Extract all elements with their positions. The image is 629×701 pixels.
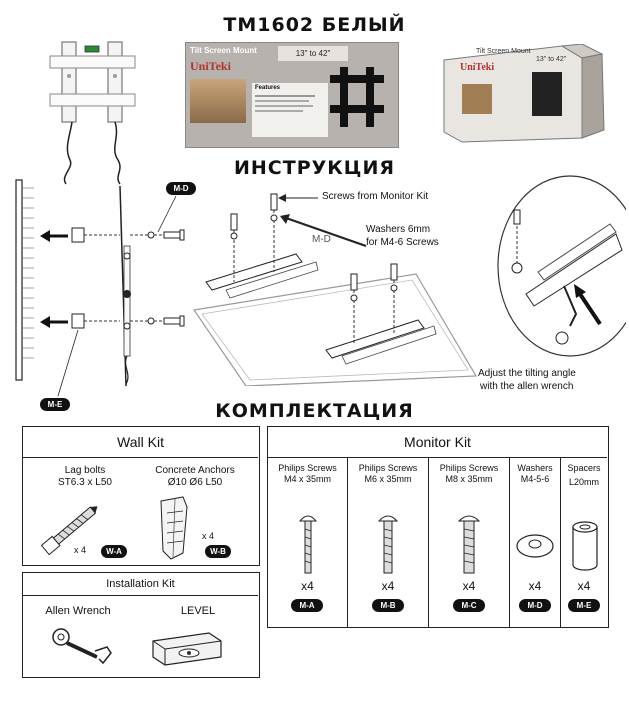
screw-ma-icon: [298, 515, 318, 574]
screw-mc-qty: x4: [462, 579, 476, 593]
badge-wb: W-B: [205, 545, 231, 558]
monitor-kit-title: Monitor Kit: [404, 434, 471, 450]
screws-label: Screws from Monitor Kit: [322, 191, 429, 202]
spacer-name: Spacers: [567, 463, 601, 473]
box-side-brand: UniTeki: [460, 62, 495, 73]
screw-ma-name: Philips Screws: [278, 463, 337, 473]
wall-kit-title: Wall Kit: [117, 434, 164, 450]
wall-plate-diagram: [15, 179, 185, 397]
box-size-label: 13" to 42": [278, 46, 348, 61]
screw-mb-spec: M6 x 35mm: [364, 474, 412, 484]
installation-kit-panel: Installation Kit Allen Wrench LEVEL: [22, 572, 260, 678]
badge-ma: M-A: [291, 599, 323, 612]
spacer-spec: L20mm: [568, 477, 599, 487]
badge-wa: W-A: [101, 545, 127, 558]
lag-bolt-icon: [40, 506, 98, 556]
tilt-note-1: Adjust the tilting angle: [478, 368, 576, 379]
lag-bolts-qty: x 4: [73, 545, 86, 555]
badge-me: M-E: [568, 599, 600, 612]
allen-wrench-icon: [52, 628, 112, 665]
kit-heading: КОМПЛЕКТАЦИЯ: [215, 400, 414, 422]
spacer-icon: [572, 521, 598, 571]
washer-qty: x4: [528, 579, 542, 593]
lag-bolts-spec: ST6.3 x L50: [58, 477, 112, 488]
washer-spec: M4-5-6: [520, 474, 550, 484]
screw-mb-qty: x4: [381, 579, 395, 593]
product-box-front: Tilt Screen Mount UniTeki 13" to 42" Fea…: [185, 42, 399, 148]
washer-icon: [516, 534, 554, 558]
screw-mc-icon: [458, 515, 480, 574]
tilt-note-2: with the allen wrench: [480, 381, 574, 392]
features-heading: Features: [255, 85, 281, 91]
box-side-product: Tilt Screen Mount: [476, 48, 531, 55]
washers-label-1: Washers 6mm: [366, 224, 431, 235]
lag-bolts-name: Lag bolts: [64, 465, 106, 476]
level-icon: [152, 632, 222, 666]
box-product-name: Tilt Screen Mount: [190, 46, 257, 55]
instruction-heading: ИНСТРУКЦИЯ: [234, 157, 395, 179]
badge-me-bottom: M-E: [40, 398, 70, 411]
badge-mb: M-B: [372, 599, 404, 612]
page-title: TM1602 БЕЛЫЙ: [223, 14, 406, 36]
washer-name: Washers: [517, 463, 553, 473]
wall-kit-panel: Wall Kit Lag bolts ST6.3 x L50 x 4 W-A C…: [22, 426, 260, 566]
bracket-image: [330, 67, 384, 127]
features-panel: Features: [252, 83, 328, 137]
washers-label-2: for M4-6 Screws: [366, 237, 439, 248]
monitor-bracket-diagram: [192, 193, 478, 386]
badge-mc: M-C: [453, 599, 485, 612]
screw-mb-icon: [378, 515, 398, 574]
screw-ma-spec: M4 x 35mm: [283, 474, 331, 484]
monitor-kit-panel: Monitor Kit Philips Screws M4 x 35mm x4 …: [267, 426, 609, 628]
anchors-qty: x 4: [201, 531, 214, 541]
allen-wrench-label: Allen Wrench: [45, 605, 111, 617]
spacer-qty: x4: [577, 579, 591, 593]
level-label: LEVEL: [180, 605, 216, 617]
box-brand: UniTeki: [190, 59, 231, 73]
badge-md: M-D: [519, 599, 551, 612]
md-diagram-label: M-D: [312, 234, 331, 245]
anchors-name: Concrete Anchors: [155, 465, 235, 476]
room-photo: [190, 79, 246, 123]
screw-mc-name: Philips Screws: [439, 463, 499, 473]
tilt-detail-diagram: [497, 175, 626, 357]
bracket-photo: [49, 41, 136, 185]
screw-mc-spec: M8 x 35mm: [445, 474, 493, 484]
product-box-side: UniTeki Tilt Screen Mount 13" to 42": [442, 44, 610, 144]
installation-kit-title: Installation Kit: [106, 578, 175, 590]
screw-mb-name: Philips Screws: [358, 463, 418, 473]
concrete-anchor-icon: [160, 496, 188, 560]
box-side-size: 13" to 42": [536, 56, 567, 63]
anchors-spec: Ø10 Ø6 L50: [167, 477, 223, 488]
screw-ma-qty: x4: [301, 579, 314, 593]
badge-md-top: M-D: [166, 182, 196, 195]
